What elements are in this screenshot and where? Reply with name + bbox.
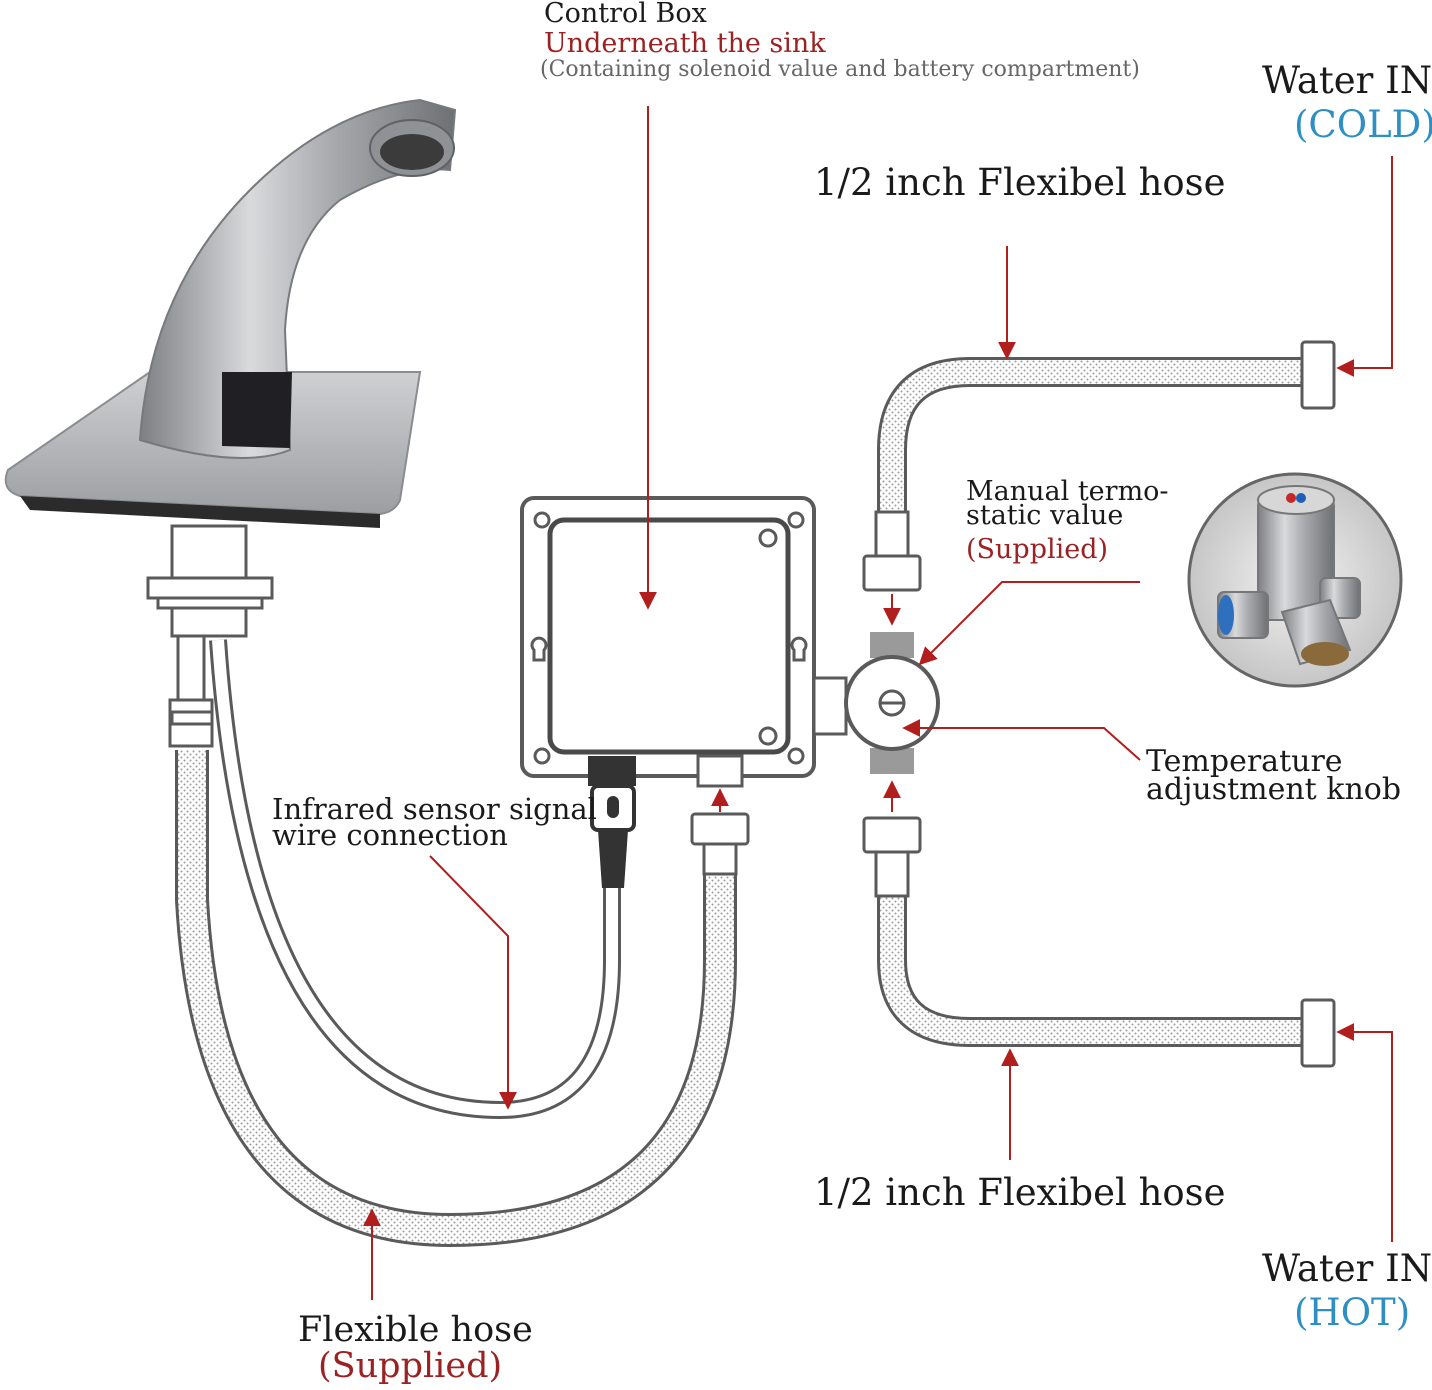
hot-hose: [880, 895, 1306, 1044]
control-box-note: (Containing solenoid value and battery c…: [540, 57, 1140, 82]
hose-bottom-label: 1/2 inch Flexibel hose: [814, 1171, 1226, 1214]
temp-knob-label-line1: Temperature: [1146, 744, 1343, 779]
valve-label-line2: static value: [966, 500, 1124, 531]
water-in-cold-tag: (COLD): [1294, 103, 1432, 146]
control-box-location: Underneath the sink: [544, 28, 826, 59]
thermostatic-valve: [844, 632, 940, 774]
annotation-arrows: [363, 106, 1393, 1300]
water-in-hot-tag: (HOT): [1294, 1291, 1411, 1334]
sensor-label-line1: Infrared sensor signal: [272, 792, 597, 826]
sensor-label-line2: wire connection: [272, 818, 508, 852]
flexible-hose: [178, 750, 734, 1245]
control-box-icon: [520, 496, 848, 888]
thermostatic-valve-icon: [1187, 472, 1403, 688]
flex-hose-supplied-label: (Supplied): [318, 1346, 503, 1386]
hose-fittings: [170, 340, 1336, 1068]
flex-hose-label: Flexible hose: [298, 1310, 533, 1350]
sensor-wire: [212, 639, 618, 1117]
temp-knob-label-line2: adjustment knob: [1146, 772, 1402, 807]
valve-label-line1: Manual termo-: [966, 476, 1169, 507]
faucet-icon: [4, 98, 457, 528]
cold-hose: [880, 360, 1306, 512]
control-box-title: Control Box: [544, 0, 707, 29]
hose-top-label: 1/2 inch Flexibel hose: [814, 161, 1226, 204]
valve-supplied-label: (Supplied): [966, 534, 1109, 565]
water-in-cold-label: Water IN: [1262, 59, 1432, 102]
water-in-hot-label: Water IN: [1262, 1247, 1432, 1290]
